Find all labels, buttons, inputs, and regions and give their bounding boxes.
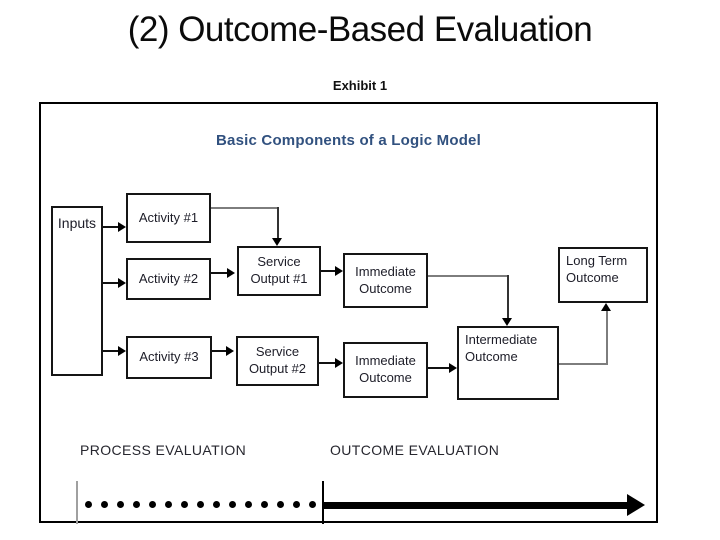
diagram-frame — [39, 102, 658, 523]
node-activity-2: Activity #2 — [126, 258, 211, 300]
arrowhead-activity3-serviceoutput2 — [226, 346, 234, 356]
timeline-arrow-shaft — [324, 502, 627, 509]
arrowhead-intermediate-longterm — [601, 303, 611, 311]
node-service-output-2: Service Output #2 — [236, 336, 319, 386]
timeline-start-tick — [76, 481, 78, 524]
timeline-phase-divider — [322, 481, 324, 524]
timeline-dot — [149, 501, 156, 508]
arrowhead-immediate1-intermediate — [502, 318, 512, 326]
timeline-dot — [293, 501, 300, 508]
timeline-dot — [245, 501, 252, 508]
timeline-dot — [229, 501, 236, 508]
timeline-dot — [197, 501, 204, 508]
node-activity-1: Activity #1 — [126, 193, 211, 243]
node-service-output-1: Service Output #1 — [237, 246, 321, 296]
arrowhead-serviceoutput1-immediate1 — [335, 266, 343, 276]
node-immediate-outcome-top: Immediate Outcome — [343, 253, 428, 308]
connector-activity1-serviceoutput1-v — [277, 207, 279, 238]
exhibit-caption: Exhibit 1 — [332, 78, 388, 93]
connector-inputs-activity2 — [103, 282, 118, 284]
timeline-dot — [133, 501, 140, 508]
connector-immediate1-intermediate-v — [507, 275, 509, 319]
node-long-term-outcome: Long Term Outcome — [558, 247, 648, 303]
arrowhead-inputs-activity1 — [118, 222, 126, 232]
connector-immediate1-intermediate-h — [428, 275, 509, 277]
connector-serviceoutput1-immediate1 — [321, 270, 335, 272]
timeline-dot — [165, 501, 172, 508]
node-intermediate-outcome: Intermediate Outcome — [457, 326, 559, 400]
arrowhead-immediate2-intermediate — [449, 363, 457, 373]
connector-intermediate-longterm-h — [559, 363, 608, 365]
arrowhead-activity2-serviceoutput1 — [227, 268, 235, 278]
timeline-dot — [117, 501, 124, 508]
timeline-dot — [85, 501, 92, 508]
outcome-evaluation-label: OUTCOME EVALUATION — [330, 442, 500, 458]
connector-activity3-serviceoutput2 — [212, 350, 226, 352]
process-evaluation-label: PROCESS EVALUATION — [80, 442, 247, 458]
connector-activity2-serviceoutput1 — [211, 272, 227, 274]
arrowhead-inputs-activity2 — [118, 278, 126, 288]
timeline-arrowhead-icon — [627, 494, 645, 516]
node-activity-3: Activity #3 — [126, 336, 212, 379]
timeline-dot — [277, 501, 284, 508]
arrowhead-serviceoutput2-immediate2 — [335, 358, 343, 368]
connector-inputs-activity3 — [103, 350, 118, 352]
arrowhead-activity1-serviceoutput1 — [272, 238, 282, 246]
timeline-dot — [213, 501, 220, 508]
node-immediate-outcome-bottom: Immediate Outcome — [343, 342, 428, 398]
connector-immediate2-intermediate — [428, 367, 449, 369]
arrowhead-inputs-activity3 — [118, 346, 126, 356]
connector-activity1-serviceoutput1-h — [211, 207, 279, 209]
timeline-dot — [181, 501, 188, 508]
node-inputs: Inputs — [51, 206, 103, 376]
timeline-dot — [261, 501, 268, 508]
timeline-dot — [101, 501, 108, 508]
timeline-dots — [85, 501, 316, 508]
timeline-dot — [309, 501, 316, 508]
connector-serviceoutput2-immediate2 — [319, 362, 335, 364]
connector-intermediate-longterm-v — [606, 311, 608, 365]
diagram-title: Basic Components of a Logic Model — [216, 132, 481, 149]
connector-inputs-activity1 — [103, 226, 118, 228]
slide-title: (2) Outcome-Based Evaluation — [127, 10, 593, 49]
